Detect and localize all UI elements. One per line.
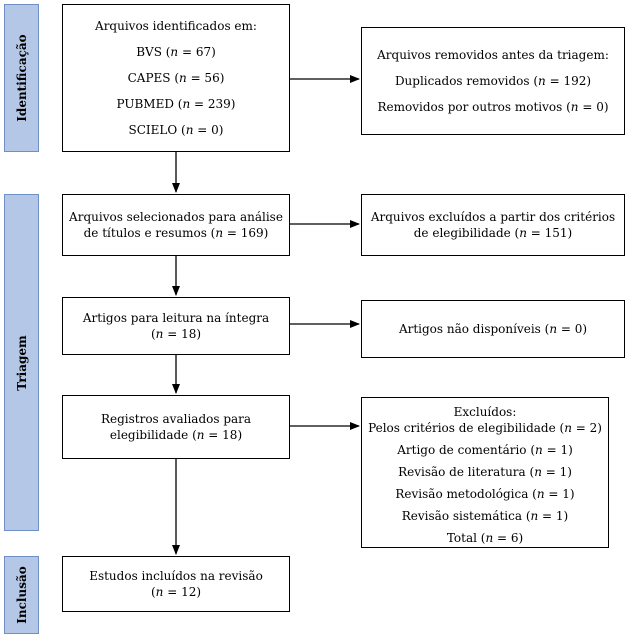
selected-records-box: Arquivos selecionados para análise de tí… <box>62 194 290 256</box>
removed-other: Removidos por outros motivos (n = 0) <box>377 100 609 114</box>
excluded-criteria-line2: de elegibilidade (n = 151) <box>413 226 573 240</box>
included-line1: Estudos incluídos na revisão <box>89 569 263 583</box>
selected-line2: de títulos e resumos (n = 169) <box>83 226 269 240</box>
identified-title: Arquivos identificados em: <box>95 19 257 33</box>
removed-records-box: Arquivos removidos antes da triagem: Dup… <box>361 27 625 135</box>
assessed-line1: Registros avaliados para <box>100 412 252 426</box>
removed-title: Arquivos removidos antes da triagem: <box>377 48 609 62</box>
excluded-methodological: Revisão metodológica (n = 1) <box>395 487 575 501</box>
identified-capes: CAPES (n = 56) <box>127 71 225 85</box>
excluded-criteria: Pelos critérios de elegibilidade (n = 2) <box>368 421 602 435</box>
included-box: Estudos incluídos na revisão (n = 12) <box>62 556 290 612</box>
fulltext-line2: (n = 18) <box>150 327 202 341</box>
identified-pubmed: PUBMED (n = 239) <box>116 97 236 111</box>
excluded-criteria-box: Arquivos excluídos a partir dos critério… <box>361 194 625 256</box>
fulltext-line1: Artigos para leitura na íntegra <box>82 311 270 325</box>
phase-screening: Triagem <box>4 194 39 531</box>
excluded-comment: Artigo de comentário (n = 1) <box>397 443 573 457</box>
excluded-criteria-line1: Arquivos excluídos a partir dos critério… <box>370 210 616 224</box>
phase-inclusion: Inclusão <box>4 556 39 634</box>
identified-bvs: BVS (n = 67) <box>136 45 216 59</box>
assessed-box: Registros avaliados para elegibilidade (… <box>62 395 290 459</box>
removed-duplicates: Duplicados removidos (n = 192) <box>394 74 592 88</box>
excluded-title: Excluídos: <box>453 405 517 419</box>
assessed-line2: elegibilidade (n = 18) <box>109 428 243 442</box>
fulltext-box: Artigos para leitura na íntegra (n = 18) <box>62 297 290 355</box>
excluded-systematic: Revisão sistemática (n = 1) <box>401 509 569 523</box>
excluded-box: Excluídos: Pelos critérios de elegibilid… <box>361 397 609 548</box>
unavailable-line1: Artigos não disponíveis (n = 0) <box>398 322 588 336</box>
excluded-total: Total (n = 6) <box>446 531 524 545</box>
identified-records-box: Arquivos identificados em: BVS (n = 67) … <box>62 4 290 152</box>
phase-identification: Identificação <box>4 4 39 152</box>
included-line2: (n = 12) <box>150 585 202 599</box>
selected-line1: Arquivos selecionados para análise <box>69 210 283 224</box>
excluded-literature: Revisão de literatura (n = 1) <box>398 465 572 479</box>
unavailable-box: Artigos não disponíveis (n = 0) <box>361 300 625 358</box>
identified-scielo: SCIELO (n = 0) <box>128 123 224 137</box>
